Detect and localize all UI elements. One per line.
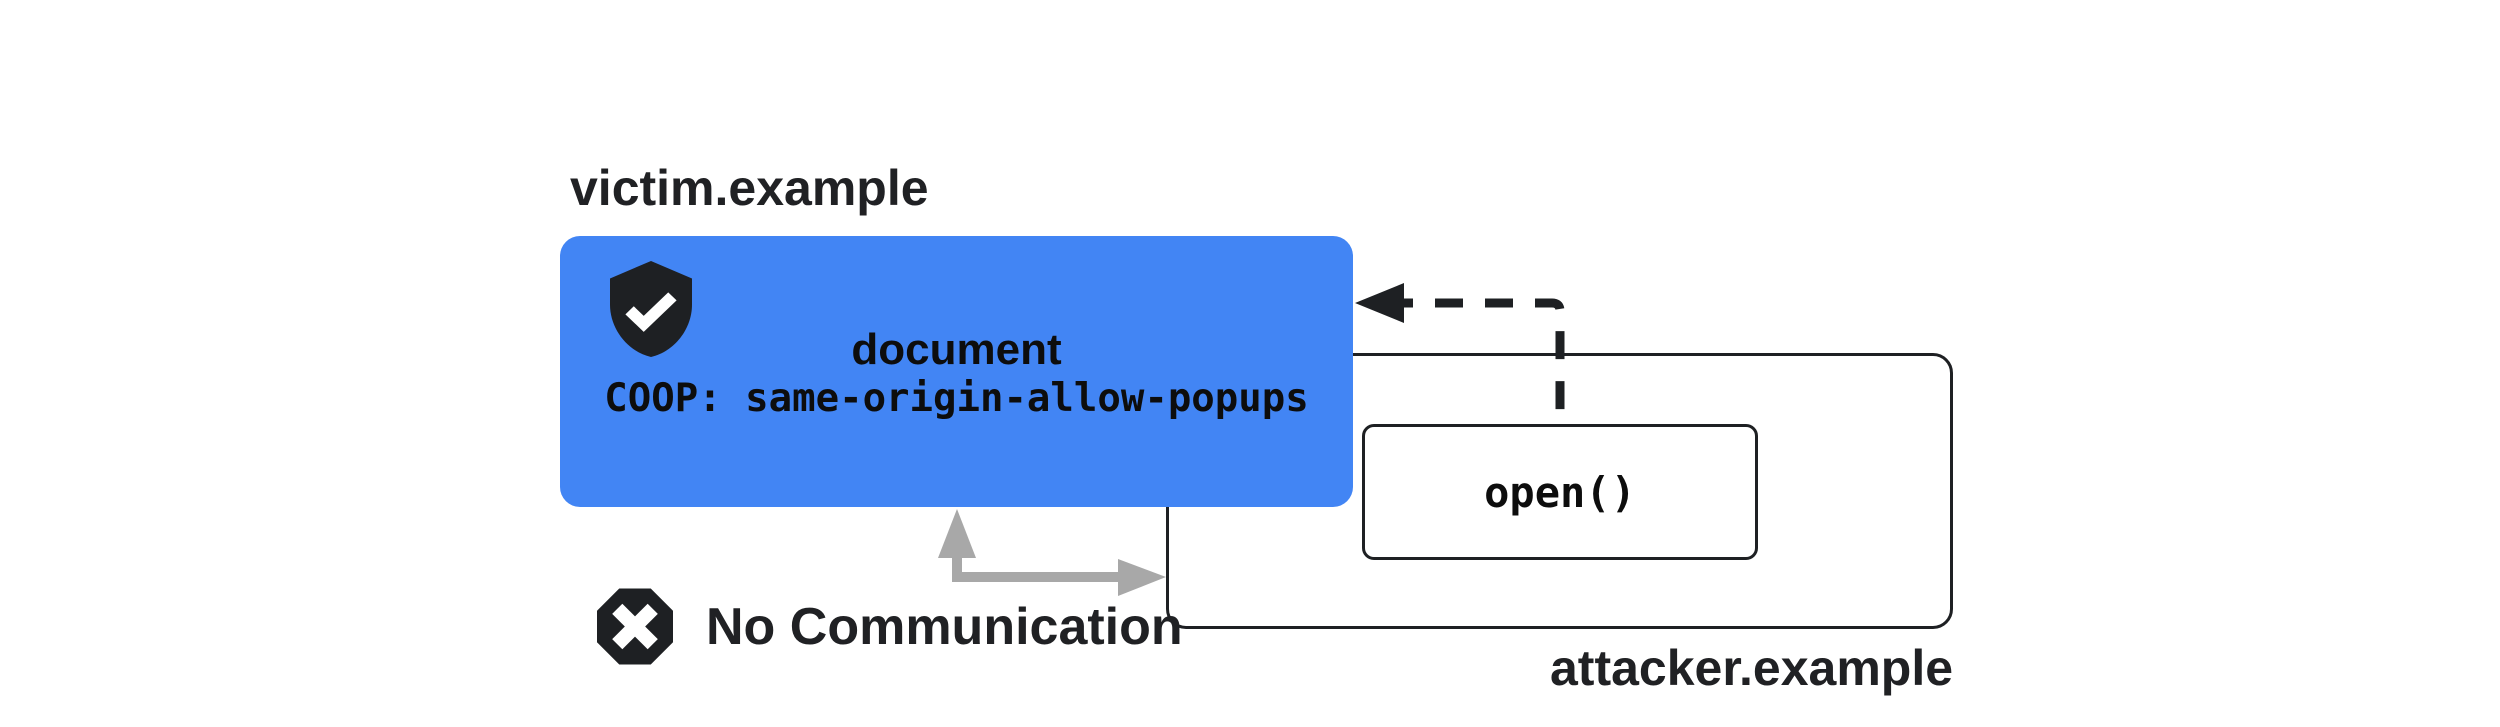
no-communication-arrow [938, 509, 1166, 596]
victim-document-text: document COOP: same-origin-allow-popups [560, 324, 1353, 422]
open-call-box: open() [1362, 424, 1758, 560]
coop-header-value: COOP: same-origin-allow-popups [604, 376, 1309, 421]
attacker-origin-label: attacker.example [1550, 640, 1954, 696]
victim-origin-label: victim.example [570, 160, 929, 216]
no-communication-label: No Communication [706, 598, 1183, 656]
victim-document-box: document COOP: same-origin-allow-popups [560, 236, 1353, 507]
document-title: document [851, 325, 1062, 374]
open-call-label: open() [1484, 467, 1636, 517]
shield-check-icon [610, 261, 692, 357]
blocked-x-icon [597, 588, 673, 665]
